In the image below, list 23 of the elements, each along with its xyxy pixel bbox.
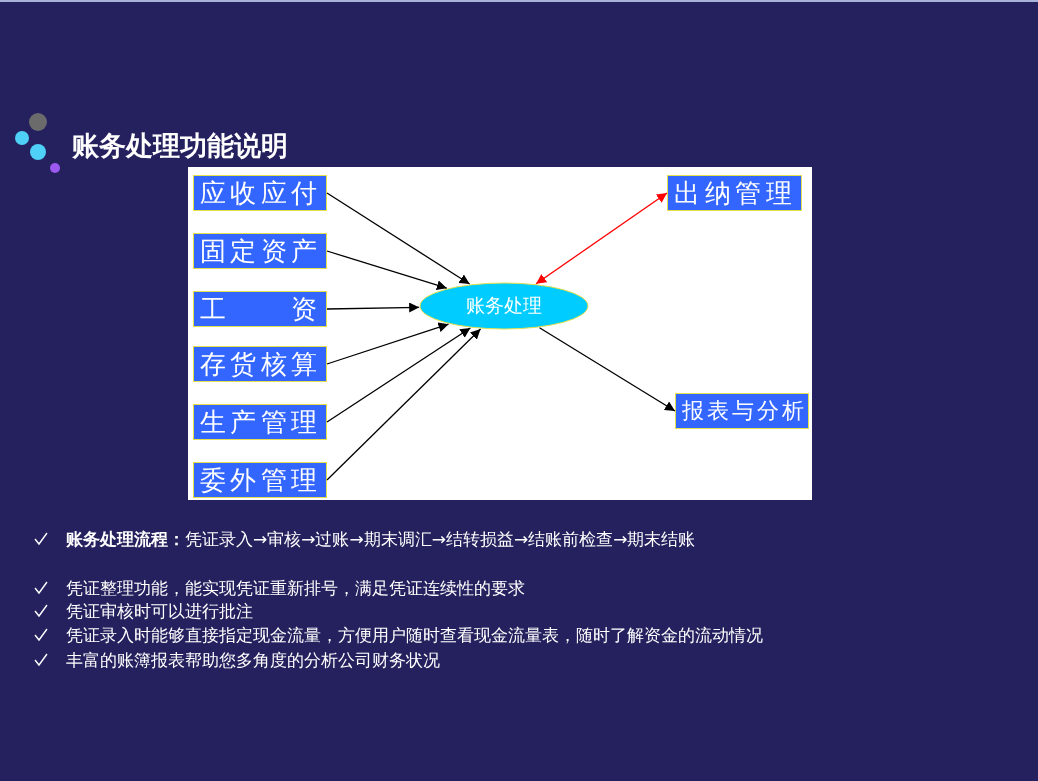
module-box: 报表与分析 (675, 393, 809, 429)
bullet-text: 凭证整理功能，能实现凭证重新排号，满足凭证连续性的要求 (66, 577, 525, 600)
arrow (326, 192, 471, 285)
arrow (538, 327, 676, 412)
bullet-text: 丰富的账簿报表帮助您多角度的分析公司财务状况 (66, 649, 440, 672)
title: 账务处理功能说明 (72, 129, 288, 163)
bullet-text: 账务处理流程：凭证录入→审核→过账→期末调汇→结转损益→结账前检查→期末结账 (66, 528, 696, 551)
bullet-text: 凭证录入时能够直接指定现金流量，方便用户随时查看现金流量表，随时了解资金的流动情况 (66, 624, 763, 647)
module-box: 存货核算 (193, 346, 327, 382)
arrow (326, 322, 450, 365)
arrow (326, 250, 448, 291)
process-ellipse: 账务处理 (419, 282, 589, 330)
arrow (326, 327, 471, 423)
arrow (535, 192, 668, 285)
module-box: 应收应付 (193, 175, 327, 211)
module-box: 工 资 (193, 291, 327, 327)
module-box: 委外管理 (193, 462, 327, 498)
arrow (326, 302, 420, 313)
module-box: 生产管理 (193, 404, 327, 440)
module-box: 固定资产 (193, 233, 327, 269)
arrow (326, 328, 482, 481)
module-box: 出纳管理 (667, 175, 802, 211)
bullet-text: 凭证审核时可以进行批注 (66, 600, 253, 623)
